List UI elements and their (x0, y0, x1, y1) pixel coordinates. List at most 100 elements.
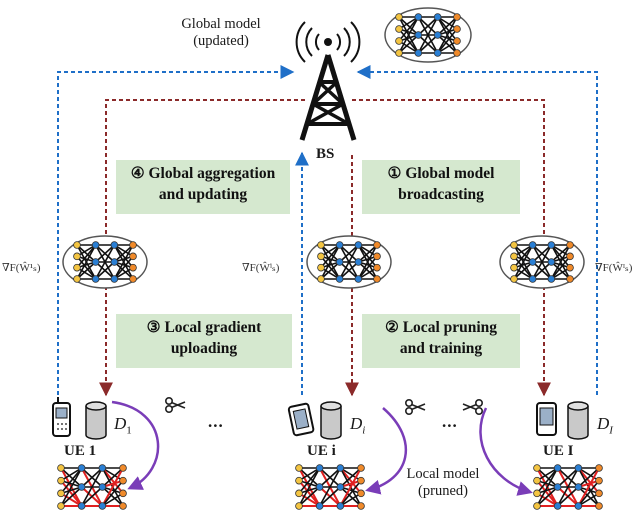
ueI-upload-net-icon (499, 235, 585, 289)
net-edge (536, 467, 559, 507)
net-node (91, 241, 100, 249)
net-edge (76, 244, 97, 263)
net-node (317, 263, 325, 272)
net-node (315, 464, 324, 472)
net-edge (94, 244, 116, 280)
net-edge (398, 28, 419, 54)
net-edge (513, 244, 534, 263)
prune-arrow-ueI (479, 407, 533, 496)
global-model-sub-text: (updated) (193, 32, 249, 49)
net-node (395, 25, 403, 33)
step4-label: ④ Global aggregation and updating (116, 164, 290, 206)
net-edge (536, 467, 559, 488)
net-node (433, 13, 442, 21)
net-node (553, 483, 562, 491)
net-edge (339, 480, 362, 507)
uei-dataset: Di (350, 414, 365, 437)
gradient-label-middle: ∇F(Ŵⁱₛ) (242, 262, 280, 274)
net-node (129, 241, 137, 249)
net-edge (320, 244, 341, 269)
global-model-caption: Global model (updated) (166, 16, 276, 49)
net-node (77, 502, 86, 510)
step1-label: ① Global model broadcasting (362, 164, 520, 206)
net-edge (320, 244, 341, 280)
net-node (119, 476, 127, 485)
net-edge (550, 244, 571, 263)
red-downlink-right (352, 99, 551, 397)
net-node (119, 489, 127, 498)
net-node (119, 502, 127, 510)
net-node (574, 483, 583, 491)
net-edge (532, 244, 552, 263)
net-node (566, 241, 574, 249)
net-node (315, 483, 324, 491)
net-node (317, 275, 325, 283)
ue1-dataset-symbol: D (114, 414, 127, 433)
step2-line1: ② Local pruning (384, 319, 498, 336)
net-node (317, 252, 325, 261)
net-edge (319, 467, 341, 488)
net-edge (113, 244, 134, 280)
net-edge (557, 467, 579, 488)
blue-uplink-left (57, 65, 295, 395)
net-edge (339, 467, 362, 482)
net-edge (536, 467, 559, 494)
net-edge (513, 244, 534, 269)
net-edge (357, 244, 378, 269)
net-edge (319, 486, 341, 507)
uei-dataset-sub: i (362, 424, 366, 437)
net-edge (95, 244, 115, 263)
net-edge (81, 486, 103, 507)
net-node (110, 241, 119, 249)
net-edge (417, 16, 439, 54)
net-node (510, 263, 518, 272)
pruned-edge (60, 492, 83, 507)
net-node (453, 37, 461, 45)
net-node (373, 275, 381, 283)
net-node (73, 252, 81, 261)
net-edge (417, 16, 439, 36)
net-edge (339, 467, 362, 488)
bs-label: BS (316, 146, 335, 162)
pruned-edge (536, 480, 559, 507)
net-node (533, 464, 541, 472)
step3-box (116, 314, 292, 368)
net-node (73, 275, 81, 283)
net-node (453, 49, 461, 57)
step3-line1: ③ Local gradient (146, 319, 262, 336)
net-edge (557, 486, 579, 507)
net-edge (101, 492, 124, 507)
ueI-local-net-icon (533, 464, 603, 510)
step4-line2: and updating (158, 185, 248, 203)
net-node (595, 476, 603, 485)
net-edge (298, 467, 321, 482)
purple-prune-arrows (111, 400, 533, 496)
net-node (91, 275, 100, 283)
net-node (414, 13, 423, 21)
net-node (566, 263, 574, 272)
net-node (335, 275, 344, 283)
net-edge (298, 467, 321, 488)
net-edge (513, 261, 534, 280)
net-node (547, 275, 556, 283)
net-node (357, 502, 365, 510)
pruned-edge (101, 467, 124, 507)
gradient-label-right: ∇F(Ŵᴵₛ) (595, 262, 633, 274)
net-node (357, 476, 365, 485)
net-edge (357, 244, 378, 280)
net-node (57, 476, 65, 485)
pruned-edge (536, 492, 559, 507)
ue1-upload-net-icon (62, 235, 148, 289)
net-node (119, 464, 127, 472)
net-node (433, 31, 442, 39)
net-node (510, 275, 518, 283)
net-node (566, 252, 574, 261)
net-edge (437, 28, 458, 54)
ueI-phone-icon (536, 402, 557, 436)
net-node (57, 489, 65, 498)
net-edge (81, 467, 103, 488)
net-node (295, 464, 303, 472)
step4-box (116, 160, 290, 214)
net-edge (536, 486, 559, 507)
